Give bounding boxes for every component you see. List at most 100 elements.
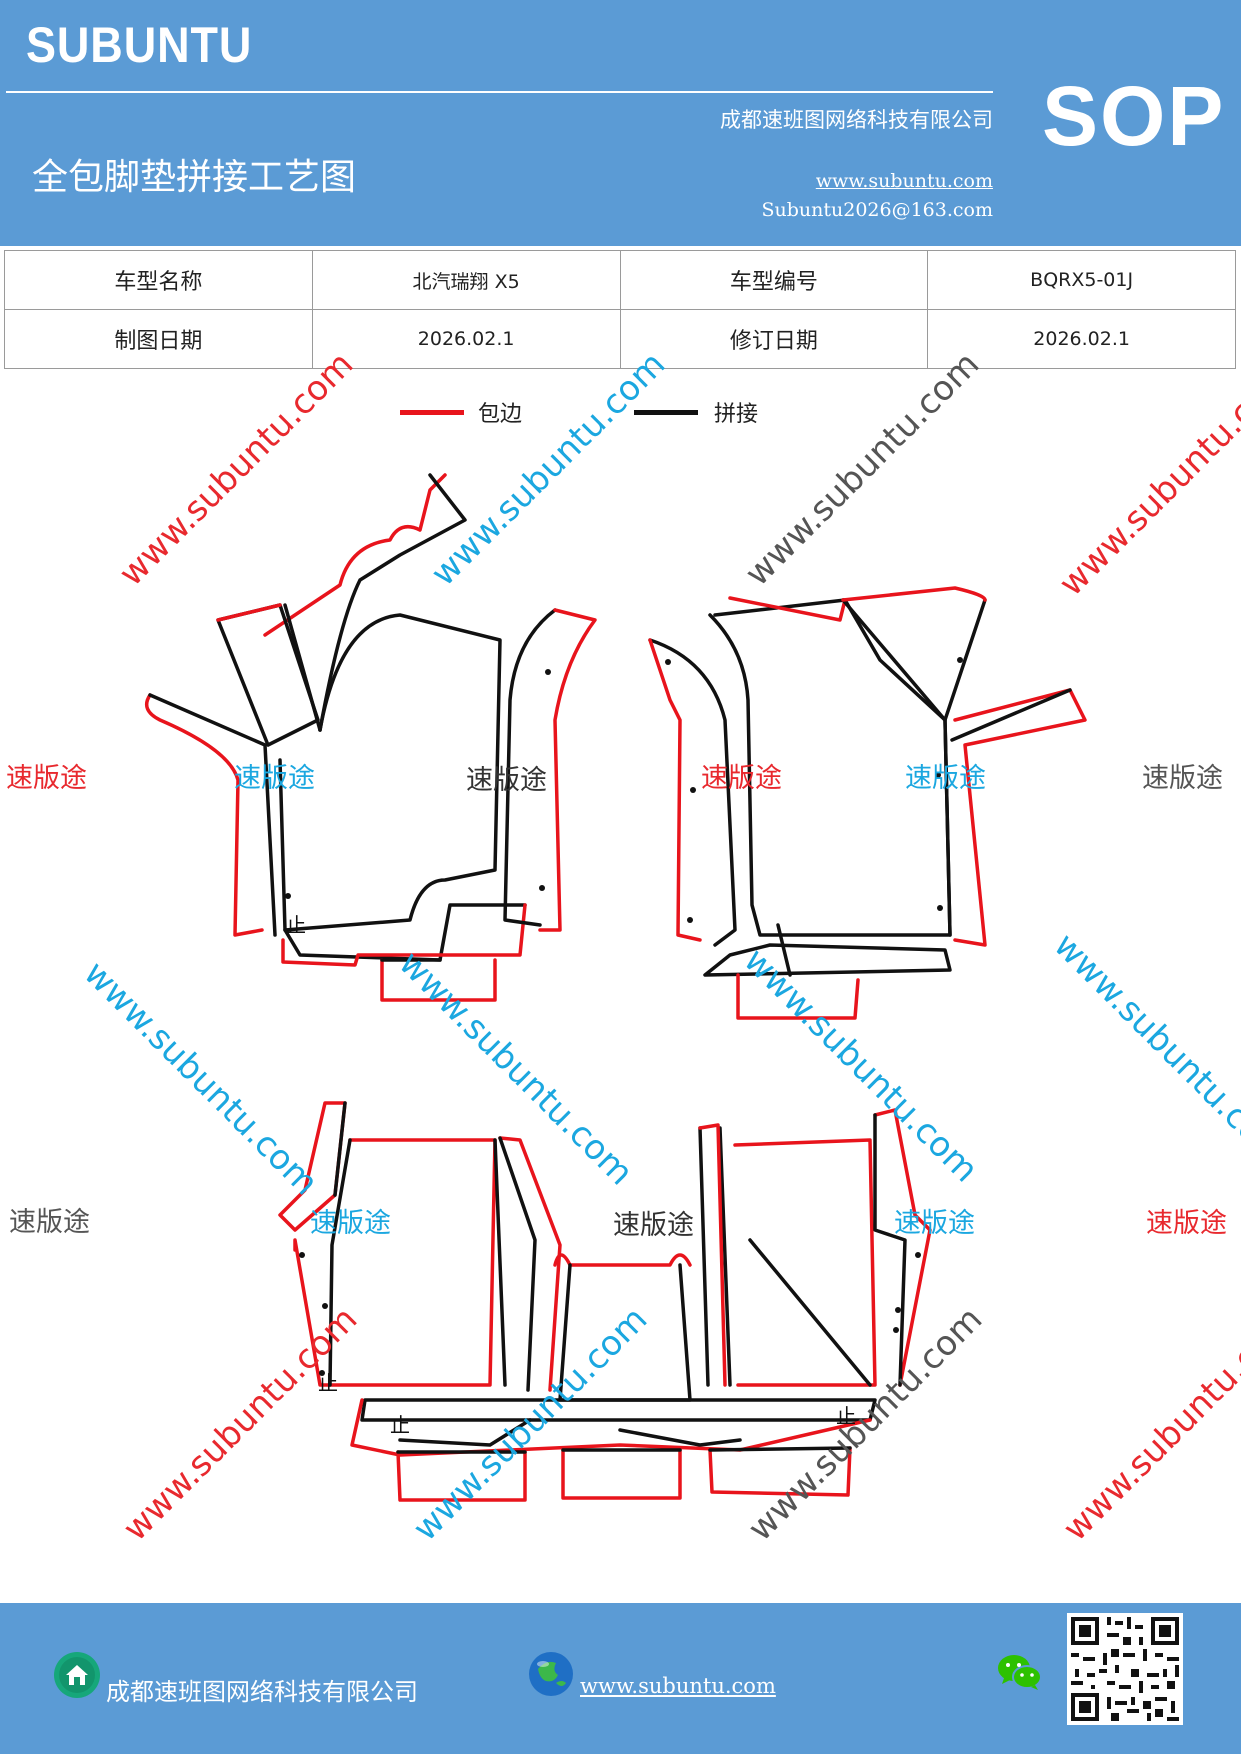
qr-code-pattern xyxy=(1071,1617,1179,1721)
mounting-hole xyxy=(895,1307,901,1313)
mat-join-edge xyxy=(398,1418,742,1447)
mat-join-edge xyxy=(950,688,1072,742)
mat-wrap-edge xyxy=(648,638,702,942)
legend-join: 拼接 xyxy=(634,392,794,432)
mat-join-edge xyxy=(498,1136,537,1392)
watermark-horizontal: 速版途 xyxy=(6,763,87,794)
mounting-hole xyxy=(285,893,291,899)
mat-wrap-edge xyxy=(281,903,527,967)
document-title: 全包脚垫拼接工艺图 xyxy=(32,157,357,198)
mounting-hole xyxy=(935,772,941,778)
stop-mark: 止 xyxy=(286,913,306,937)
watermark-horizontal: 速版途 xyxy=(701,763,782,794)
mat-join-edge xyxy=(148,693,277,937)
mat-wrap-edge xyxy=(380,958,497,1002)
mounting-hole xyxy=(299,1252,305,1258)
home-icon xyxy=(54,1652,100,1698)
mat-wrap-edge xyxy=(733,1138,877,1387)
table-cell-label: 修订日期 xyxy=(619,309,929,369)
mat-join-edge xyxy=(278,613,502,932)
header-company: 成都速班图网络科技有限公司 xyxy=(720,108,993,132)
mat-wrap-edge xyxy=(873,1108,932,1387)
table-cell-label: 车型名称 xyxy=(4,250,313,310)
watermark-horizontal: 速版途 xyxy=(613,1210,694,1241)
mat-wrap-edge xyxy=(698,1123,727,1387)
stop-mark: 止 xyxy=(836,1404,856,1428)
mounting-hole xyxy=(539,885,545,891)
header-divider xyxy=(6,91,993,93)
mat-join-edge xyxy=(360,1398,877,1422)
mat-wrap-edge xyxy=(263,473,447,637)
mounting-hole xyxy=(665,659,671,665)
mat-join-edge xyxy=(493,1138,507,1387)
wechat-icon xyxy=(998,1655,1042,1690)
globe-icon xyxy=(529,1652,573,1696)
mat-wrap-edge xyxy=(728,596,847,622)
legend-wrap-swatch xyxy=(400,410,464,415)
watermark-horizontal: 速版途 xyxy=(466,765,547,796)
mat-join-edge xyxy=(698,1126,732,1387)
mat-join-edge xyxy=(648,638,737,947)
mat-join-edge xyxy=(396,1446,852,1454)
mat-join-edge xyxy=(703,943,952,977)
stop-mark: 止 xyxy=(318,1371,338,1395)
legend-wrap-label: 包边 xyxy=(478,402,523,427)
table-cell-value: 2026.02.1 xyxy=(927,309,1236,369)
mat-wrap-edge xyxy=(216,603,282,622)
mat-wrap-edge xyxy=(396,1450,527,1502)
mat-join-edge xyxy=(943,718,952,937)
watermark-horizontal: 速版途 xyxy=(310,1208,391,1239)
watermark-horizontal: 速版途 xyxy=(905,763,986,794)
mounting-hole xyxy=(915,1252,921,1258)
watermark-horizontal: 速版途 xyxy=(9,1207,90,1238)
mounting-hole xyxy=(322,1303,328,1309)
brand-logo: SUBUNTU xyxy=(26,17,253,73)
mat-wrap-edge xyxy=(841,586,987,602)
rear-mat xyxy=(278,1101,932,1502)
legend-wrap: 包边 xyxy=(400,392,560,432)
mat-join-edge xyxy=(841,598,987,722)
mounting-hole xyxy=(687,917,693,923)
mat-wrap-edge xyxy=(293,1138,497,1387)
mat-wrap-edge xyxy=(350,1398,872,1457)
table-cell-value: 2026.02.1 xyxy=(311,309,621,369)
sop-label: SOP xyxy=(1042,69,1226,163)
table-cell-value: BQRX5-01J xyxy=(927,250,1236,310)
mounting-hole xyxy=(545,669,551,675)
front-right-mat xyxy=(648,586,1087,1020)
mat-wrap-edge xyxy=(498,1136,562,1392)
mat-wrap-edge xyxy=(561,1448,682,1500)
table-row: 制图日期 2026.02.1 修订日期 2026.02.1 xyxy=(4,309,1236,369)
info-table: 车型名称 北汽瑞翔 X5 车型编号 BQRX5-01J 制图日期 2026.02… xyxy=(4,250,1236,369)
mat-wrap-edge xyxy=(953,688,1087,947)
header-website-link[interactable]: www.subuntu.com xyxy=(815,170,993,192)
mat-wrap-edge xyxy=(553,1253,692,1267)
table-cell-label: 车型编号 xyxy=(619,250,929,310)
watermark-horizontal: 速版途 xyxy=(234,763,315,794)
legend-join-label: 拼接 xyxy=(714,402,759,427)
mat-join-edge xyxy=(748,1238,872,1387)
mat-join-edge xyxy=(503,608,557,927)
table-cell-value: 北汽瑞翔 X5 xyxy=(311,250,621,310)
table-cell-label: 制图日期 xyxy=(4,309,313,369)
watermark-horizontal: 速版途 xyxy=(894,1208,975,1239)
mat-wrap-edge xyxy=(538,608,597,932)
table-row: 车型名称 北汽瑞翔 X5 车型编号 BQRX5-01J xyxy=(4,250,1236,310)
front-left-mat xyxy=(144,473,597,1002)
mounting-hole xyxy=(690,787,696,793)
footer-website-link[interactable]: www.subuntu.com xyxy=(580,1674,776,1698)
mounting-hole xyxy=(893,1327,899,1333)
mounting-hole xyxy=(937,905,943,911)
qr-code xyxy=(1067,1613,1183,1725)
mounting-hole xyxy=(957,657,963,663)
header-band xyxy=(0,0,1241,246)
legend-join-swatch xyxy=(634,410,698,415)
watermark-horizontal: 速版途 xyxy=(1146,1208,1227,1239)
mat-join-edge xyxy=(328,1138,352,1387)
stop-mark: 止 xyxy=(390,1413,410,1437)
footer-company: 成都速班图网络科技有限公司 xyxy=(106,1678,418,1706)
mat-join-edge xyxy=(333,1101,347,1197)
mat-wrap-edge xyxy=(736,973,860,1020)
mat-wrap-edge xyxy=(144,693,264,937)
